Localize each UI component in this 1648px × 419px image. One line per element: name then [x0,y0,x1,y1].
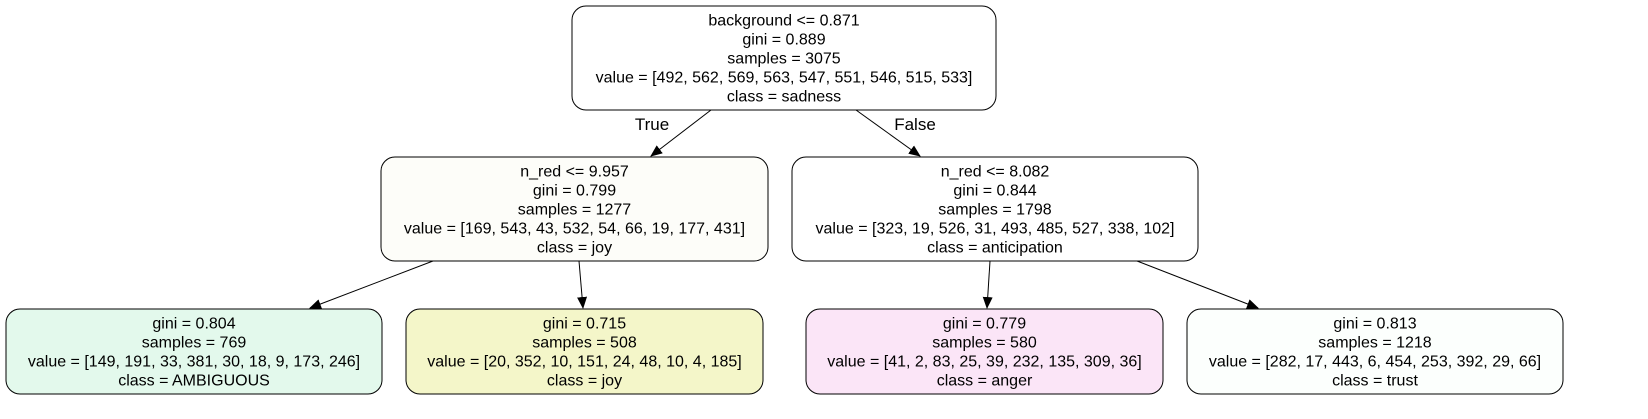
node-box [380,156,769,262]
tree-node-leaf2: gini = 0.715 samples = 508 value = [20, 35… [405,308,764,395]
node-text-line: samples = 1218 [1318,335,1432,352]
node-text-line: gini = 0.779 [943,316,1026,333]
tree-node-leaf1: gini = 0.804 samples = 769 value = [149, 1… [5,308,383,395]
node-text-line: n_red <= 8.082 [941,164,1050,181]
node-box [805,308,1164,395]
node-text-line: gini = 0.715 [543,316,626,333]
edge-arrow [577,260,588,309]
node-text-line: value = [492, 562, 569, 563, 547, 551, 5… [596,70,973,87]
node-text-line: class = joy [547,373,622,390]
node-text-line: value = [20, 352, 10, 151, 24, 48, 10, 4… [427,354,741,371]
node-text-line: samples = 769 [142,335,247,352]
node-text-line: samples = 1798 [938,202,1052,219]
node-text-line: samples = 580 [932,335,1037,352]
node-text-line: class = anticipation [927,240,1063,257]
node-text-line: gini = 0.844 [953,183,1036,200]
edge-label-true: True [635,115,669,134]
node-text-line: samples = 3075 [727,51,841,68]
node-text-line: samples = 1277 [518,202,632,219]
node-text-line: class = joy [537,240,612,257]
node-text-line: gini = 0.889 [742,32,825,49]
edge-arrow [855,109,921,157]
node-box [571,5,997,111]
node-text-line: gini = 0.804 [152,316,235,333]
node-text-line: value = [282, 17, 443, 6, 454, 253, 392,… [1209,354,1541,371]
tree-node-right: n_red <= 8.082 gini = 0.844 samples = 1798… [791,156,1199,262]
node-text-line: class = anger [937,373,1033,390]
tree-node-left: n_red <= 9.957 gini = 0.799 samples = 1277… [380,156,769,262]
node-text-line: class = AMBIGUOUS [118,373,270,390]
tree-node-leaf3: gini = 0.779 samples = 580 value = [41, 2,… [805,308,1164,395]
edge-arrow [309,260,434,309]
edge-arrow [650,109,712,157]
node-text-line: gini = 0.799 [533,183,616,200]
tree-node-leaf4: gini = 0.813 samples = 1218 value = [282, … [1186,308,1564,395]
node-text-line: background <= 0.871 [708,13,859,30]
node-text-line: gini = 0.813 [1333,316,1416,333]
node-text-line: value = [323, 19, 526, 31, 493, 485, 527… [816,221,1175,238]
node-text-line: samples = 508 [532,335,637,352]
node-box [405,308,764,395]
edge-arrow [1136,260,1259,309]
node-text-line: value = [169, 543, 43, 532, 54, 66, 19, … [404,221,745,238]
node-box [791,156,1199,262]
node-box [5,308,383,395]
node-box [1186,308,1564,395]
node-text-line: class = trust [1332,373,1418,390]
node-text-line: value = [149, 191, 33, 381, 30, 18, 9, 1… [28,354,360,371]
tree-node-root: background <= 0.871 gini = 0.889 samples =… [571,5,997,111]
edge-label-false: False [894,115,936,134]
node-text-line: n_red <= 9.957 [520,164,629,181]
edge-arrow [982,260,993,309]
node-text-line: class = sadness [727,89,841,106]
node-text-line: value = [41, 2, 83, 25, 39, 232, 135, 30… [827,354,1141,371]
